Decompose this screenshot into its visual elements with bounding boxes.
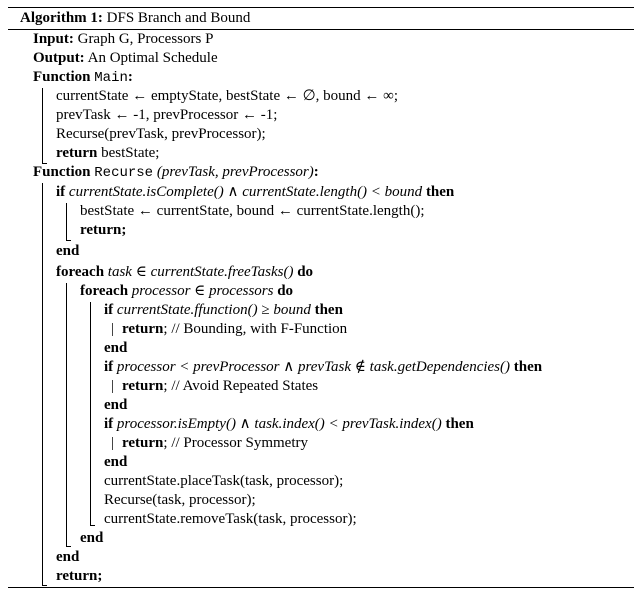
if-complete-line: if currentState.isComplete() ∧ currentSt… [56,183,454,201]
scope-pipe: | [111,435,115,451]
input-line: Input: Graph G, Processors P [33,30,213,48]
then-keyword: then [425,184,455,200]
if-symmetry-body: | return; // Processor Symmetry [111,434,308,452]
if-keyword: if [104,416,114,432]
output-text: An Optimal Schedule [87,50,218,66]
return-value: bestState; [101,145,160,161]
if-bounding-line: if currentState.ffunction() ≥ bound then [104,301,343,319]
algorithm-block: Algorithm 1: DFS Branch and Bound Input:… [8,7,634,588]
foreach-task-condition: task ∈ currentState.freeTasks() [107,264,294,280]
end-keyword: end [104,397,128,413]
scope-pipe: | [111,321,115,337]
caption-rule [8,29,634,30]
end-keyword: end [104,454,128,470]
function-keyword: Function [33,69,91,85]
bounding-comment: ; // Bounding, with F-Function [163,321,348,337]
input-text: Graph G, Processors P [77,31,214,47]
function-main-header: Function Main: [33,68,133,87]
caption-title: DFS Branch and Bound [106,10,251,26]
recurse-args: (prevTask, prevProcessor) [156,164,314,180]
foreach-processor-line: foreach processor ∈ processors do [80,282,293,300]
end-foreach-task: end [56,548,79,566]
recurse-scope-bar [42,183,47,586]
symmetry-comment: ; // Processor Symmetry [163,435,308,451]
end-keyword: end [80,530,104,546]
main-line-2: prevTask ← -1, prevProcessor ← -1; [56,107,278,123]
return-keyword: return [56,145,98,161]
then-keyword: then [314,302,343,318]
if-bounding-body: | return; // Bounding, with F-Function [111,320,347,338]
main-line-1: currentState ← emptyState, bestState ← ∅… [56,88,399,104]
if-symmetry-condition: processor.isEmpty() ∧ task.index() < pre… [116,416,442,432]
if-complete-scope-bar [66,203,71,241]
recurse-function-name: Recurse [94,165,154,181]
main-line-3: Recurse(prevTask, prevProcessor); [56,126,266,142]
then-keyword: then [445,416,474,432]
foreach-keyword: foreach [80,283,129,299]
output-line: Output: An Optimal Schedule [33,49,218,67]
if-bounding-condition: currentState.ffunction() ≥ bound [116,302,311,318]
if-symmetry-line: if processor.isEmpty() ∧ task.index() < … [104,415,474,433]
end-if-symmetry: end [104,453,127,471]
function-recurse-header: Function Recurse (prevTask, prevProcesso… [33,163,319,182]
place-task-line: currentState.placeTask(task, processor); [104,473,344,489]
main-function-name: Main [94,70,128,86]
if-condition: currentState.isComplete() ∧ currentState… [68,184,423,200]
colon: : [127,69,133,85]
function-keyword: Function [33,164,91,180]
if-keyword: if [56,184,66,200]
end-keyword: end [56,243,80,259]
return-keyword: return; [80,222,127,238]
top-rule [8,7,634,8]
if-repeated-line: if processor < prevProcessor ∧ prevTask … [104,358,542,376]
caption-label: Algorithm 1: [20,10,103,26]
scope-pipe: | [111,378,115,394]
remove-task-line: currentState.removeTask(task, processor)… [104,511,357,527]
repeated-comment: ; // Avoid Repeated States [163,378,319,394]
return-keyword: return; [56,568,103,584]
end-if-repeated: end [104,396,127,414]
foreach-task-scope-bar [66,283,71,547]
end-keyword: end [104,340,128,356]
foreach-keyword: foreach [56,264,105,280]
return-keyword: return [122,378,164,394]
end-keyword: end [56,549,80,565]
algorithm-caption: Algorithm 1: DFS Branch and Bound [20,9,250,27]
recurse-call-line: Recurse(task, processor); [104,492,256,508]
final-return-line: return; [56,567,102,585]
output-keyword: Output: [33,50,85,66]
if-keyword: if [104,302,114,318]
colon: : [313,164,319,180]
if-repeated-condition: processor < prevProcessor ∧ prevTask ∉ t… [116,359,511,375]
return-keyword: return [122,321,164,337]
end-foreach-processor: end [80,529,103,547]
if-repeated-body: | return; // Avoid Repeated States [111,377,318,395]
foreach-task-line: foreach task ∈ currentState.freeTasks() … [56,263,313,281]
main-line-4: return bestState; [56,144,159,162]
end-if-bounding: end [104,339,127,357]
do-keyword: do [297,264,314,280]
foreach-processor-condition: processor ∈ processors [131,283,274,299]
bottom-rule [8,587,634,588]
foreach-processor-scope-bar [90,302,95,526]
return-keyword: return [122,435,164,451]
if-complete-body-1: bestState ← currentState, bound ← curren… [80,203,425,219]
if-keyword: if [104,359,114,375]
do-keyword: do [277,283,294,299]
input-keyword: Input: [33,31,74,47]
end-if-complete: end [56,242,79,260]
main-scope-bar [42,88,47,164]
then-keyword: then [513,359,543,375]
if-complete-body-2: return; [80,221,126,239]
